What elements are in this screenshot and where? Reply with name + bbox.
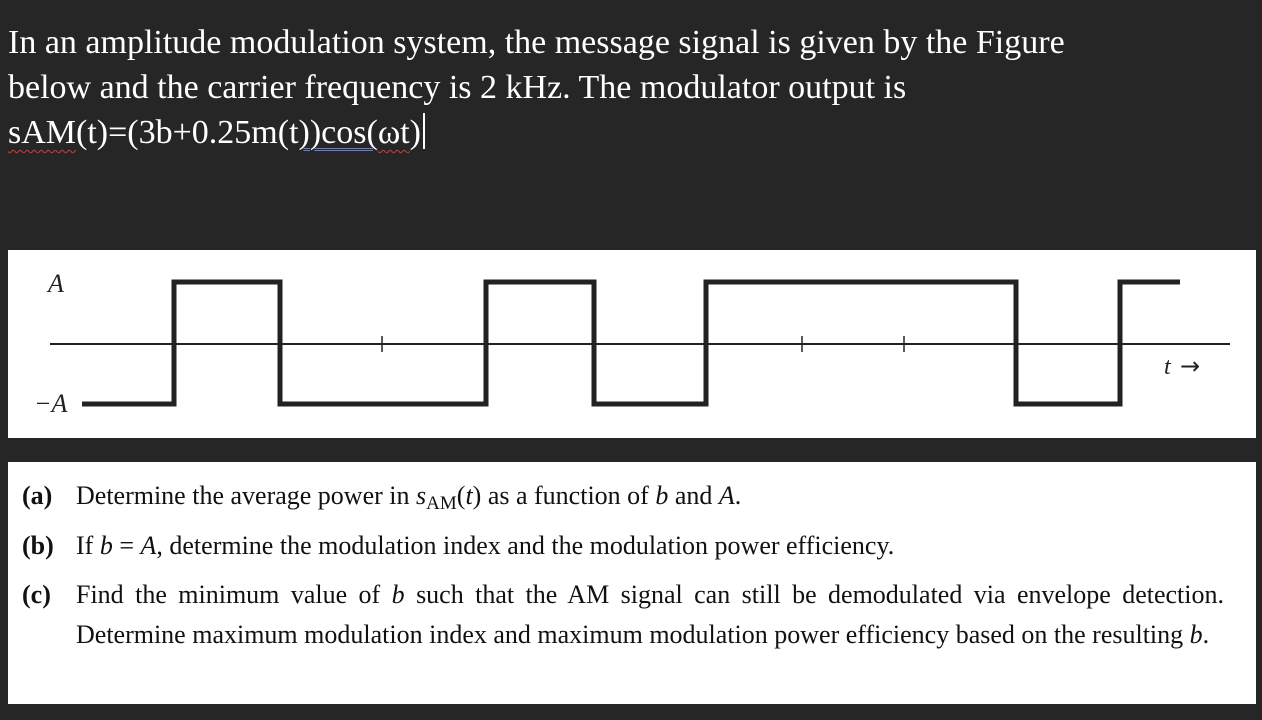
qa-A: A (718, 481, 735, 510)
eq-cos: cos( (321, 114, 378, 151)
qa-t: t (465, 481, 473, 510)
label-A: A (46, 269, 64, 298)
eq-omega: ωt (377, 114, 410, 151)
question-a-tag: (a) (22, 481, 53, 510)
problem-line-2: below and the carrier frequency is 2 kHz… (8, 69, 907, 106)
qb-text1: If (76, 531, 100, 560)
qc-text2: such that the AM signal can still be dem… (76, 580, 1224, 649)
eq-end: ) (409, 114, 421, 151)
problem-equation[interactable]: sAM(t)=(3b+0.25m(t))cos(ωt) (8, 110, 1248, 155)
label-minus-A: −A (34, 389, 68, 418)
eq-sam: sAM (8, 114, 77, 151)
qa-s: s (416, 481, 427, 510)
label-t: t (1164, 354, 1172, 380)
problem-line-1: In an amplitude modulation system, the m… (8, 24, 1065, 61)
question-b-tag: (b) (22, 531, 54, 560)
qa-text5: . (734, 481, 742, 510)
question-c-tag: (c) (22, 580, 51, 609)
text-cursor (422, 113, 425, 149)
qb-b: b (99, 531, 113, 560)
qa-text4: and (668, 481, 719, 510)
message-signal-figure: A −A t → (8, 250, 1256, 438)
eq-body: (t)=(3b+0.25m(t (76, 114, 299, 151)
question-c: (c) Find the minimum value of b such tha… (22, 575, 1224, 655)
qb-A: A (140, 531, 157, 560)
qb-eq: = (112, 531, 141, 560)
eq-close: )) (298, 114, 322, 151)
square-wave-plot: A −A t → (34, 269, 1230, 418)
problem-statement: In an amplitude modulation system, the m… (8, 20, 1248, 155)
message-square-wave (82, 279, 1180, 407)
qa-text3: ) as a function of (472, 481, 656, 510)
qc-b: b (391, 580, 405, 609)
qc-text1: Find the minimum value of (76, 580, 392, 609)
qb-text2: , determine the modulation index and the… (156, 531, 895, 560)
qa-sub: AM (426, 493, 457, 514)
question-b: (b) If b = A, determine the modulation i… (22, 526, 1224, 566)
qc-text3: . (1202, 620, 1210, 649)
questions-panel: (a) Determine the average power in sAM(t… (8, 462, 1256, 704)
question-a: (a) Determine the average power in sAM(t… (22, 476, 1224, 524)
qa-text2: ( (456, 481, 466, 510)
qc-b2: b (1189, 620, 1203, 649)
qa-text1: Determine the average power in (76, 481, 417, 510)
arrow-right-icon: → (1180, 352, 1200, 380)
qa-b: b (655, 481, 669, 510)
